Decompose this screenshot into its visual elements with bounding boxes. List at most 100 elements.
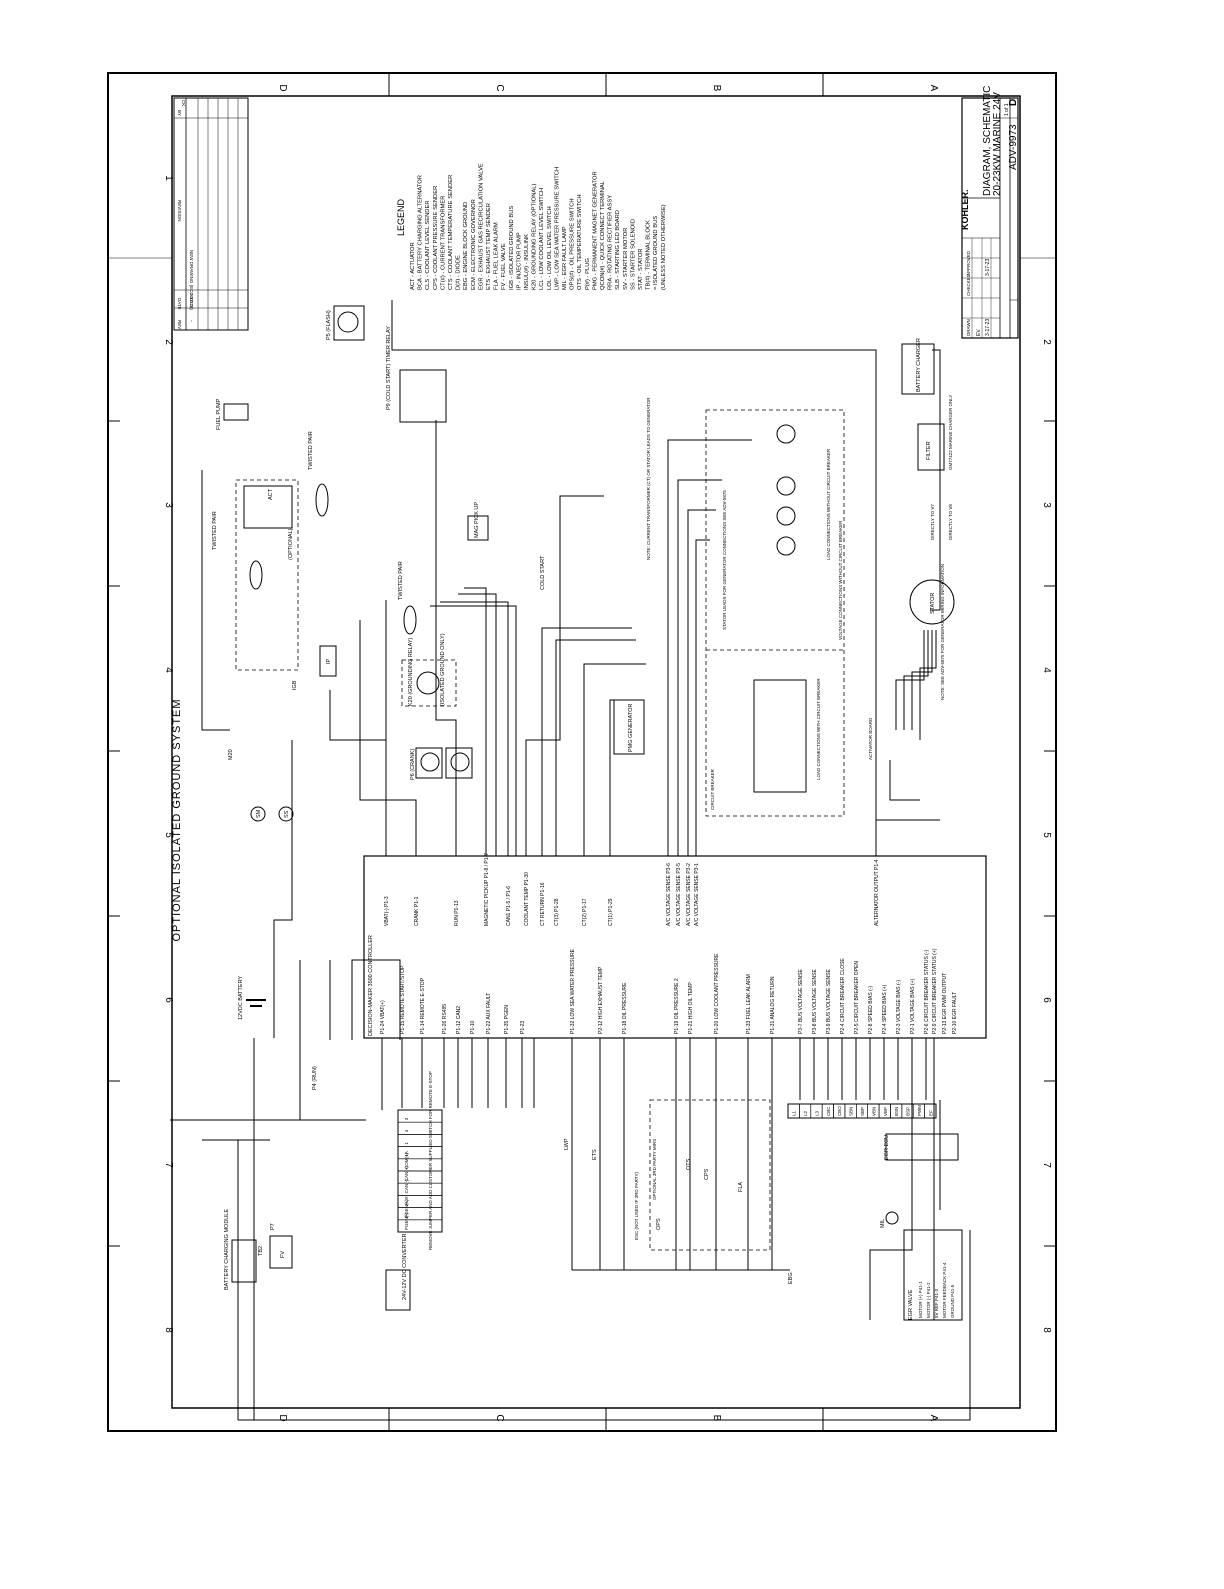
label-mag-pickup: MAG PICK UP [474,502,480,538]
legend-item: LWP - LOW SEA WATER PRESSURE SWITCH [554,167,560,290]
legend-item: TB(#) - TERMINAL BLOCK [646,220,652,290]
controller-bottom-pin-label: P2-13 EGR PWM OUTPUT [942,973,948,1034]
flash-relay-box [333,305,365,341]
sheet-size: D [1008,99,1019,106]
egr-valve-pin-label: GROUND P41-5 [950,1284,955,1318]
controller-top-pin-label: COOLANT TEMP P1-30 [524,872,530,926]
controller-bottom-pin-label: P2-10 EGR FAULT [952,992,958,1034]
legend-item: LOL - LOW OIL LEVEL SWITCH [547,206,553,290]
legend-item: OPS(#) - OIL PRESSURE SWITCH [570,198,576,290]
legend-item: (UNLESS NOTED OTHERWISE) [661,204,667,290]
controller-top-pin-label: MAGNETIC PICKUP P1-8 / P1-7 [484,853,490,926]
zone-bottom-c: C [494,1414,505,1421]
controller-bottom-pin-label: P2-6 CIRCUIT BREAKER STATUS (-) [924,949,930,1034]
zone-bottom-b: B [711,1415,722,1422]
tb3-cell-label: SBP [860,1107,865,1116]
controller-name: DECISION-MAKER 3500 CONTROLLER [368,935,374,1036]
revision-block: REV DATE REVISION BY CK - 3-17-23 NEW DR… [173,97,249,331]
actuator-box [243,485,293,529]
tb3-cell-label: VBP [883,1107,888,1116]
label-ebg: EBG [788,1272,794,1284]
label-lwp: LWP [564,1138,570,1150]
zone-left-2: 2 [163,339,174,345]
label-filter: FILTER [926,441,932,460]
controller-bottom-pin-label: P2-8 SPEED BIAS (-) [868,986,874,1034]
controller-top-pin-label: CT(3) P1-28 [554,898,560,926]
label-timer-relay: P9 (COLD START) TIMER RELAY [386,326,392,410]
legend-item: STAT - STATOR [638,248,644,290]
stator-symbol [909,579,955,625]
label-flash: P5 (FLASH) [326,310,332,340]
label-k20: K20 (GROUNDING RELAY) [408,637,414,706]
zone-left-7: 7 [163,1162,174,1168]
fuel-pump-box [223,403,249,421]
controller-bottom-pin-label: P1-14 REMOTE E-STOP [420,977,426,1034]
legend-item: CPS - COOLANT PRESSURE SENDER [433,186,439,290]
inner-border [171,95,1021,1409]
controller-top-pin-label: A/C VOLTAGE SENSE P3-2 [686,863,692,926]
outer-border [107,72,1057,1432]
label-igb: IGB [292,680,298,690]
battery-charger-box [901,343,935,395]
tb1-cell-label: CAN(-) [404,1179,409,1193]
label-m20: M20 [228,749,234,760]
controller-bottom-pin-label: P1-31 ANALOG RETURN [770,976,776,1034]
controller-bottom-pin-label: P2-5 CIRCUIT BREAKER OPEN [854,961,860,1034]
legend-item: SV - STARTER MOTOR [623,228,629,290]
label-egr-valve: EGR VALVE [908,1289,914,1320]
legend-item: ECM - ELECTRONIC GOVERNOR [471,199,477,290]
crank-relay-box [415,747,443,779]
label-load-with-breaker: LOAD CONNECTIONS WITH CIRCUIT BREAKER [816,678,821,780]
grounding-relay-symbol [416,671,440,695]
label-battery: 12VDC BATTERY [238,976,244,1020]
legend-item: OTS - OIL TEMPERATURE SWITCH [577,194,583,290]
battery-charging-module-box [231,1239,257,1283]
egr-valve-box [903,1229,963,1321]
controller-bottom-pin-label: P3-8 BUS VOLTAGE SENSE [812,968,818,1034]
timer-relay-box [399,369,447,423]
rev-header-revision: REVISION [177,200,182,222]
tb1-cell-label: COM(+) [404,1152,409,1169]
legend-item: CT(#) - CURRENT TRANSFORMER [440,196,446,290]
label-twisted-pair-2: TWISTED PAIR [212,511,218,550]
label-fla: FLA [738,1182,744,1192]
converter-box [385,1269,411,1311]
tb3-cell-label: CBC [826,1106,831,1116]
controller-bottom-pin-label: P2-3 VOLTAGE BIAS (-) [896,980,902,1034]
controller-bottom-pin-label: P2-4 SPEED BIAS (+) [882,984,888,1034]
legend-item: PMG - PERMANENT MAGNET GENERATOR [592,171,598,290]
label-twisted-pair-3: TWISTED PAIR [398,561,404,600]
zone-left-4: 4 [163,667,174,673]
label-crank: P6 (CRANK) [410,749,416,780]
tb3-cell-label: VBN [871,1107,876,1116]
controller-bottom-pin-label: P2-9 CIRCUIT BREAKER STATUS (+) [932,948,938,1034]
twisted-pair-2 [249,560,263,590]
zone-right-6: 6 [1041,997,1052,1003]
controller-bottom-pin-label: P1-26 RS485 [442,1004,448,1034]
tb3-cell-label: EF [928,1110,933,1116]
company-logo: KOHLER. [960,190,970,231]
filter-box [917,423,945,471]
pmg-generator-box [613,699,645,755]
label-circuit-breaker: CIRCUIT BREAKER [710,768,715,810]
legend-item: MIL - EGR FAULT LAMP [562,226,568,290]
controller-top-pin-label: CT RETURN P1-16 [540,882,546,926]
egr-valve-pin-label: MOTOR FEEDBACK P41-4 [942,1262,947,1318]
wiring [170,300,971,1421]
label-ip: IP [326,658,332,664]
controller-top-pin-label: ALTERNATOR OUTPUT P1-4 [874,859,880,926]
zone-bottom-d: D [277,1414,288,1421]
label-mil: MIL [880,1219,886,1228]
drawn-value: EV [976,329,982,336]
zone-right-2: 2 [1041,339,1052,345]
controller-top-pin-label: CT(1) P1-29 [608,898,614,926]
tb3-cell-box [924,1103,937,1119]
label-fv: FV [280,1251,286,1258]
sheet-number: 1 of 1 [1004,103,1010,116]
tb1-cell-label: 4 [404,1129,409,1132]
controller-bottom-pin-label: P1-18 OIL PRESSURE [622,982,628,1034]
legend-item: LCL - LOW COOLANT LEVEL SWITCH [539,188,545,290]
label-directly-v7: DIRECTLY TO V7 [930,504,935,540]
approved-label: APPROVED [966,250,971,276]
